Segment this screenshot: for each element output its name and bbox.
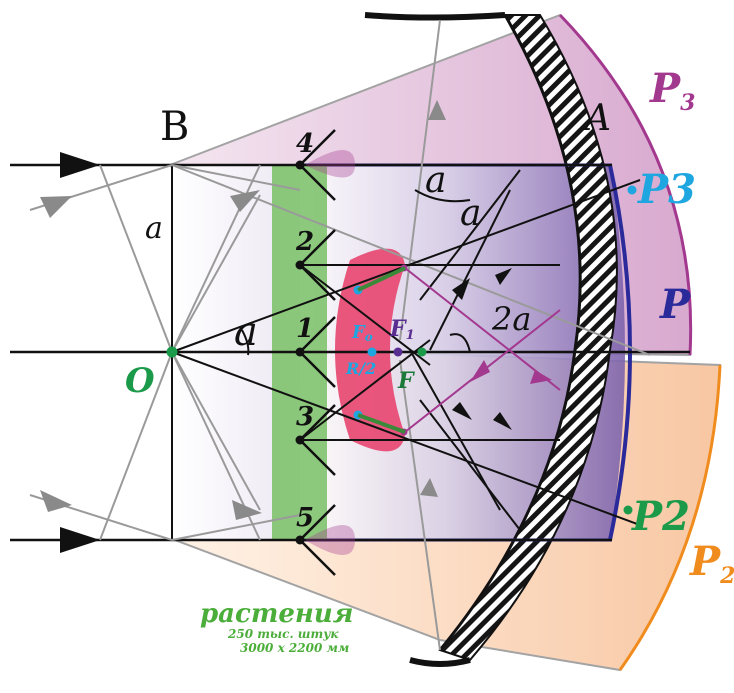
gray-arrow-2 (40, 490, 72, 512)
magenta-arrow-2 (530, 370, 552, 384)
label-f: F (397, 368, 415, 394)
label-r2: R/2 (345, 359, 376, 378)
bottom-arrowhead (60, 527, 100, 553)
mirror-elements (299, 129, 336, 576)
mirror-arc-inner (438, 14, 582, 651)
gray-arrow-3 (230, 190, 260, 212)
label-n2: 2 (295, 227, 314, 257)
angle-arc-left (241, 329, 250, 356)
label-f0: Fo (351, 322, 373, 344)
mirror-arc-lower-black (409, 657, 471, 667)
gray-arrow-5 (428, 100, 446, 120)
magenta-arrow-1 (470, 360, 490, 382)
label-p3-cyan: P3 (637, 166, 696, 213)
caption-line1: 250 тыс. штук (227, 627, 339, 641)
gray-arrow-1 (40, 196, 72, 218)
angle-arc-top (414, 189, 471, 203)
label-b: B (160, 104, 189, 150)
label-p3-sub: P3 (649, 65, 695, 116)
mirror-arc-outer-black (364, 12, 506, 21)
lens-green-bar-top (357, 266, 406, 292)
label-p2-sub: P2 (689, 538, 734, 589)
black-arrow-3 (495, 268, 512, 285)
black-arrow-1 (452, 278, 470, 300)
label-alpha-top: a (425, 160, 446, 201)
black-rays (171, 169, 641, 531)
label-p2-green: P2 (631, 493, 690, 540)
gray-arrow-6 (420, 478, 438, 497)
label-n1: 1 (296, 314, 314, 344)
mirror-glow-5 (305, 525, 355, 555)
black-arrow-2 (452, 402, 472, 420)
magenta-band-edge (558, 13, 693, 356)
label-a-left: a (145, 211, 163, 246)
label-p-blue: P (659, 281, 692, 328)
label-n5: 5 (296, 503, 314, 533)
angle-arc-2a (449, 333, 471, 353)
label-f1: F1 (389, 316, 415, 343)
lens-green-bar-bottom (357, 413, 406, 434)
label-o: O (125, 361, 155, 401)
gray-arrow-4 (232, 500, 262, 520)
top-arrowhead (60, 152, 100, 178)
orange-band-edge (618, 364, 722, 671)
mirror-glow-4 (305, 150, 355, 178)
caption-line2: 3000 x 2200 мм (240, 641, 349, 655)
black-arrow-4 (493, 412, 512, 430)
label-n4: 4 (296, 129, 314, 159)
label-alpha-mid: a (460, 193, 481, 234)
label-2a: 2a (491, 300, 531, 338)
label-a-mirror: A (582, 98, 611, 139)
label-alpha-left: a (234, 309, 258, 355)
caption-title: растения (200, 599, 353, 629)
label-n3: 3 (296, 402, 314, 432)
